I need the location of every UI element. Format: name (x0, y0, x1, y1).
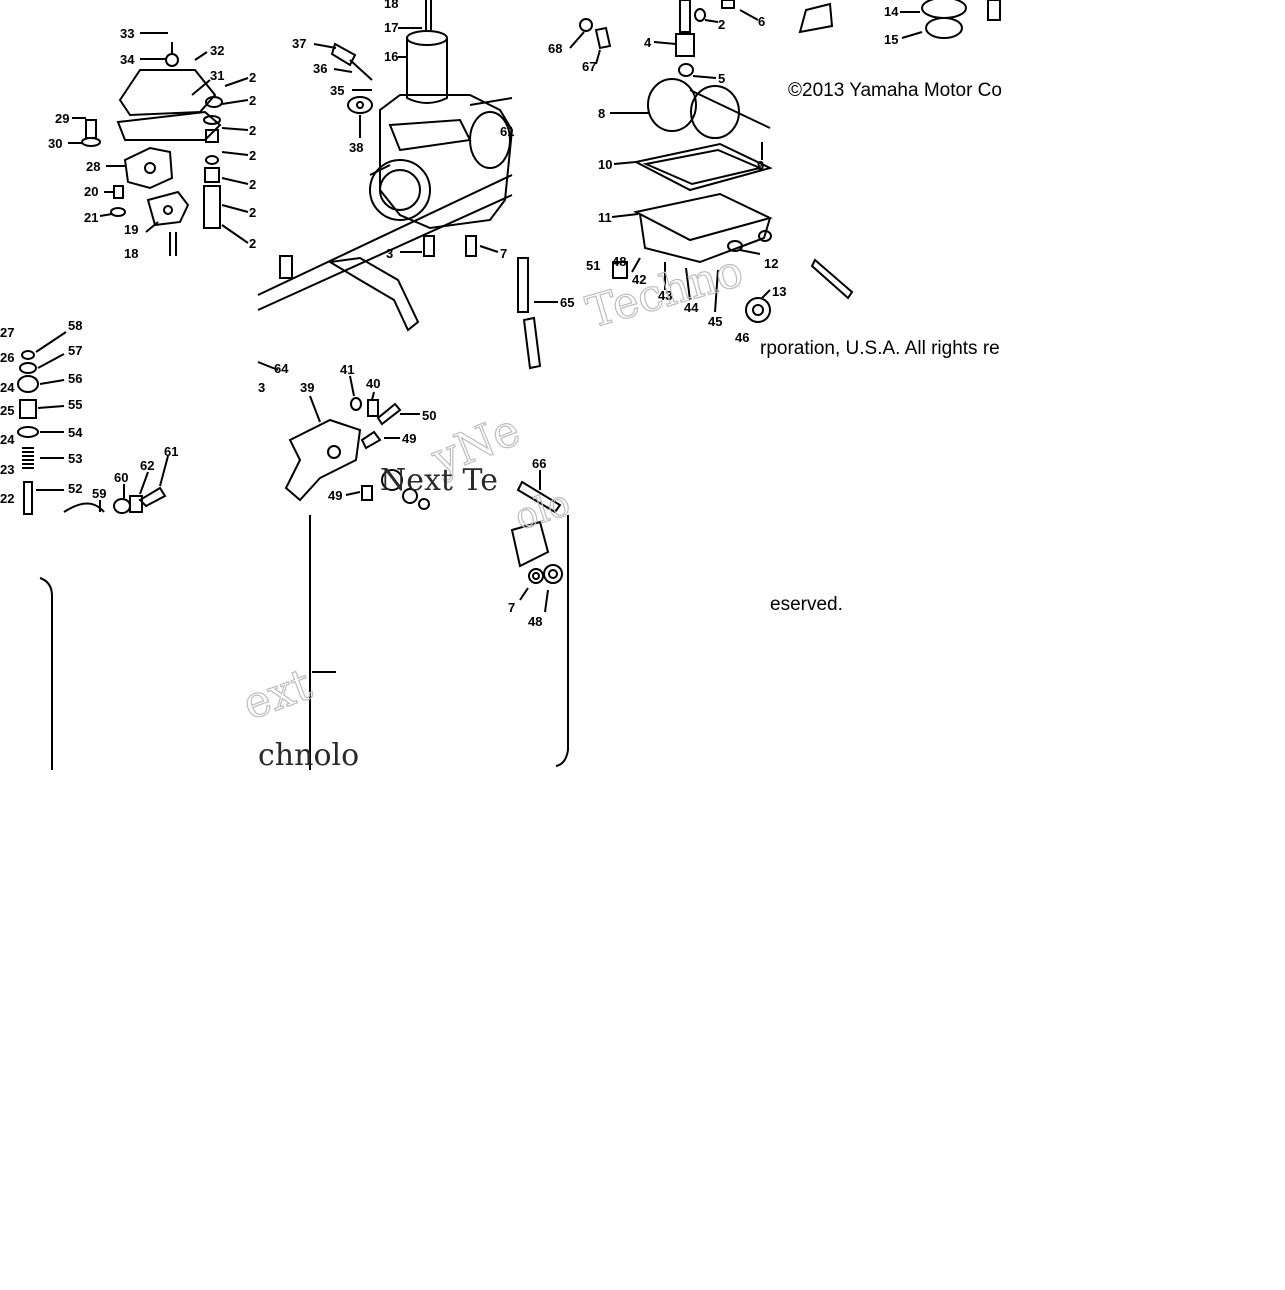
watermark-text: chnolo (258, 738, 359, 773)
throttle-lever-callouts: 65 64 3 39 41 40 50 49 49 66 (258, 295, 574, 503)
top-left-quadrant (68, 32, 249, 256)
callout: 18 (384, 0, 398, 11)
callout: 50 (422, 408, 436, 423)
callout: 39 (300, 380, 314, 395)
callout: 2 (249, 70, 256, 85)
watermark-text: Next Te (380, 463, 498, 498)
callout: 38 (349, 140, 363, 155)
callout: 27 (0, 325, 14, 340)
callout: 48 (528, 614, 542, 629)
callout: 54 (68, 425, 83, 440)
callout: 41 (340, 362, 354, 377)
callout: 34 (120, 52, 135, 67)
callout: 65 (560, 295, 574, 310)
callout: 56 (68, 371, 82, 386)
callout: 68 (548, 41, 562, 56)
callout: 64 (274, 361, 289, 376)
callout: 7 (508, 600, 515, 615)
callout: 15 (884, 32, 898, 47)
callout: 52 (68, 481, 82, 496)
top-left-callouts: 33 34 32 31 29 30 28 20 21 19 18 2 2 2 2… (48, 26, 256, 261)
callout: 6 (758, 14, 765, 29)
callout: 19 (124, 222, 138, 237)
callout: 40 (366, 376, 380, 391)
callout: 53 (68, 451, 82, 466)
callout: 23 (0, 462, 14, 477)
callout: 13 (772, 284, 786, 299)
callout: 30 (48, 136, 62, 151)
callout: 7 (500, 246, 507, 261)
callout: 59 (92, 486, 106, 501)
callout: 36 (313, 61, 327, 76)
callout: 67 (582, 59, 596, 74)
carburetor-body (257, 0, 514, 311)
float-bowl-callouts: 68 67 4 2 6 5 8 9 10 11 12 51 48 42 43 4… (548, 4, 899, 345)
bottom-frame (39, 515, 569, 770)
callout: 4 (644, 35, 652, 50)
callout: 46 (735, 330, 749, 345)
callout: 2 (249, 93, 256, 108)
callout: 3 (386, 246, 393, 261)
callout: 66 (532, 456, 546, 471)
callout: 26 (0, 350, 14, 365)
callout: 18 (124, 246, 138, 261)
callout: 61 (164, 444, 178, 459)
callout: 2 (718, 17, 725, 32)
callout: 17 (384, 20, 398, 35)
callout: 24 (0, 380, 15, 395)
callout: 9 (757, 158, 764, 173)
top-cover-gasket (116, 110, 222, 141)
callout: 60 (114, 470, 128, 485)
callout: 2 (249, 177, 256, 192)
callout: 28 (86, 159, 100, 174)
callout: 49 (328, 488, 342, 503)
callout: 29 (55, 111, 69, 126)
callout: 2 (249, 148, 256, 163)
callout: 49 (402, 431, 416, 446)
callout: 33 (120, 26, 134, 41)
callout: 48 (612, 254, 626, 269)
callout: 43 (658, 288, 672, 303)
copyright-line-3: eserved. (770, 594, 843, 615)
callout: 16 (384, 49, 398, 64)
callout: 2 (249, 123, 256, 138)
callout: 5 (718, 71, 725, 86)
pilot-jet-callouts: 27 26 24 25 24 23 22 58 57 56 55 54 53 5… (0, 318, 178, 506)
callout: 8 (598, 106, 605, 121)
callout: 31 (210, 68, 224, 83)
callout: 2 (249, 236, 256, 251)
copyright-line-1: ©2013 Yamaha Motor Co (788, 80, 1002, 101)
callout: 45 (708, 314, 722, 329)
callout: 32 (210, 43, 224, 58)
callout: 57 (68, 343, 82, 358)
float-bowl-assembly (517, 0, 1001, 370)
callout: 58 (68, 318, 82, 333)
bottom-callouts: 7 48 (508, 600, 542, 629)
carburetor-body-callouts: 18 17 16 37 36 35 38 61 3 7 (292, 0, 514, 261)
callout: 24 (0, 432, 15, 447)
callout: 20 (84, 184, 98, 199)
callout: 2 (249, 205, 256, 220)
throttle-lever-assembly (257, 255, 562, 514)
callout: 10 (598, 157, 612, 172)
callout: 14 (884, 4, 899, 19)
callout: 55 (68, 397, 82, 412)
callout: 25 (0, 403, 14, 418)
callout: 12 (764, 256, 778, 271)
callout: 61 (500, 124, 514, 139)
callout: 3 (258, 380, 265, 395)
mixing-chamber-top (118, 69, 217, 117)
callout: 22 (0, 491, 14, 506)
callout: 11 (598, 210, 612, 225)
callout: 35 (330, 83, 344, 98)
callout: 62 (140, 458, 154, 473)
callout: 51 (586, 258, 600, 273)
copyright-line-2: rporation, U.S.A. All rights re (760, 338, 1000, 359)
callout: 37 (292, 36, 306, 51)
callout: 21 (84, 210, 98, 225)
callout: 44 (684, 300, 699, 315)
callout: 42 (632, 272, 646, 287)
pilot-jet-stack (17, 331, 169, 515)
